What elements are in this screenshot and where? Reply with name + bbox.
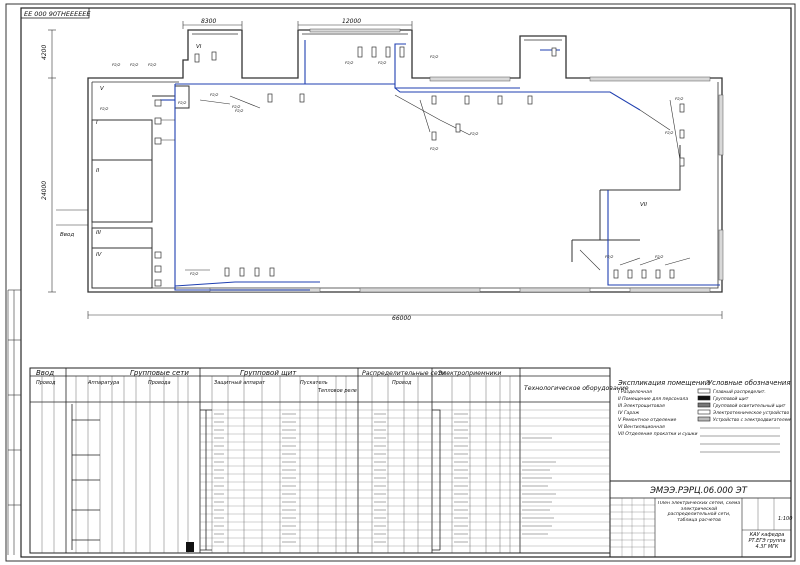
table-section-dividers: [30, 368, 610, 553]
room-entry-1: I Разделочная: [618, 389, 652, 395]
svg-text:P2/2: P2/2: [345, 60, 354, 65]
room-entry-5: V Ремонтное отделение: [618, 417, 676, 423]
symbol-entry-2: Групповой щит: [713, 396, 749, 402]
rooms-list: I Разделочная II Помещение для персонала…: [618, 389, 698, 437]
room-label-3: III: [96, 230, 101, 236]
svg-text:P2/2: P2/2: [190, 271, 199, 276]
section-distribution: Распределительные сети: [362, 370, 445, 377]
svg-text:P2/2: P2/2: [378, 60, 387, 65]
symbol-swatches: [697, 388, 711, 422]
svg-text:P2/2: P2/2: [232, 104, 241, 109]
section-vvod: Ввод: [36, 369, 54, 377]
drawing-frame: [20, 7, 792, 558]
svg-text:P2/2: P2/2: [100, 106, 109, 111]
table-sub-titles: Провод Аппаратура Провода Защитный аппар…: [36, 380, 412, 394]
dimension-lines: [48, 21, 723, 319]
legend-extra-lines: [700, 427, 780, 453]
svg-text:P2/2: P2/2: [148, 62, 157, 67]
room-entry-3: III Электрощитовая: [618, 403, 665, 409]
svg-text:P2/2: P2/2: [430, 146, 439, 151]
title-block: ЭМЭЭ.РЭРЦ.06.000 ЭТ Плен электрических с…: [609, 480, 792, 558]
doc-code: ЭМЭЭ.РЭРЦ.06.000 ЭТ: [649, 486, 748, 496]
dim-top-mid: 12000: [342, 18, 361, 25]
scale-value: 1:100: [778, 516, 792, 522]
svg-text:P2/2: P2/2: [430, 54, 439, 59]
rooms-title: Экспликация помещений: [617, 379, 710, 387]
sub-starter: Пускатель: [300, 380, 328, 386]
section-receivers: Электроприемники: [437, 370, 501, 377]
dim-left-top: 4200: [41, 45, 48, 60]
sub-dist-wire: Провод: [392, 380, 412, 386]
section-group-nets: Групповые сети: [130, 369, 189, 377]
room-entry-7: VII Отделение прокатки и сушки: [618, 431, 698, 437]
schematic-table: Ввод Групповые сети Групповой щит Распре…: [29, 367, 629, 554]
symbol-entry-1: Главный распределит.: [713, 389, 766, 395]
sub-apparatus: Аппаратура: [87, 380, 119, 386]
room-label-2: II: [96, 168, 100, 174]
dim-top-left: 8300: [201, 18, 216, 25]
black-marker: [186, 542, 194, 552]
sub-thermal-relay: Тепловое реле: [318, 388, 357, 394]
svg-text:P2/2: P2/2: [655, 254, 664, 259]
sub-protect-apparatus: Защитный аппарат: [214, 380, 266, 386]
equipment-symbols: [154, 46, 685, 287]
room-label-7: VII: [640, 202, 647, 208]
symbol-entry-5: Устройство с электродвигателем: [713, 417, 791, 423]
room-entry-6: VI Вентиляционная: [618, 424, 665, 430]
room-entry-2: II Помещение для персонала: [618, 396, 688, 402]
svg-text:P2/2: P2/2: [112, 62, 121, 67]
svg-text:P2/2: P2/2: [130, 62, 139, 67]
sub-vvod-provod: Провод: [36, 380, 56, 386]
table-sub-columns: [41, 376, 511, 553]
legend: Экспликация помещений I Разделочная II П…: [617, 379, 791, 453]
title-block-rows: [610, 498, 655, 557]
top-stamp-text: ЕЕ 000 90ТНЕЕЕЕЕЕ: [24, 10, 91, 18]
room-label-1: I: [96, 120, 98, 126]
title-description: Плен электрических сетей, схема электрич…: [657, 501, 741, 523]
svg-text:P2/2: P2/2: [665, 130, 674, 135]
sheet-border: [5, 3, 796, 562]
title-description-wrap: Плен электрических сетей, схема электрич…: [657, 501, 741, 523]
section-group-panel: Групповой щит: [240, 369, 297, 377]
dim-bottom: 66000: [392, 315, 411, 322]
table-entry-strokes: [214, 413, 556, 543]
room-label-6: VI: [196, 44, 202, 50]
svg-text:P2/2: P2/2: [675, 96, 684, 101]
table-row-rules: [200, 409, 610, 547]
symbols-title: Условные обозначения: [708, 379, 790, 387]
symbol-entry-4: Электротехническое устройство: [712, 410, 789, 416]
entry-label: Ввод: [60, 232, 74, 238]
symbols-list: Главный распределит. Групповой щит Групп…: [712, 389, 791, 423]
room-label-5: V: [100, 86, 105, 92]
room-entry-4: IV Гараж: [618, 410, 640, 416]
institution-text: КАУ кафедра РТ.ЕГЭ группа 4.3Г МГК: [748, 532, 786, 550]
wiring-lines: [160, 40, 720, 291]
dim-left-main: 24000: [41, 181, 48, 200]
left-binding-strip: [7, 289, 22, 555]
table-frame: [29, 367, 611, 554]
table-section-titles: Ввод Групповые сети Групповой щит Распре…: [36, 369, 629, 392]
symbol-entry-3: Групповой осветительный щит: [713, 403, 786, 409]
top-stamp-box: [20, 7, 90, 19]
institution-wrap: КАУ кафедра РТ.ЕГЭ группа 4.3Г МГК: [748, 532, 786, 550]
bus-lines: [71, 404, 441, 551]
room-numerals: I II III IV V VI VII: [96, 44, 647, 258]
leader-lines: [56, 94, 691, 271]
svg-text:P2/2: P2/2: [235, 108, 244, 113]
room-label-4: IV: [96, 252, 103, 258]
section-tech-equipment: Технологическое оборудование: [524, 384, 629, 392]
sub-group-wires: Провода: [148, 380, 171, 386]
svg-text:P2/2: P2/2: [178, 100, 187, 105]
svg-text:P2/2: P2/2: [605, 254, 614, 259]
svg-text:P2/2: P2/2: [210, 92, 219, 97]
svg-text:P2/2: P2/2: [470, 131, 479, 136]
